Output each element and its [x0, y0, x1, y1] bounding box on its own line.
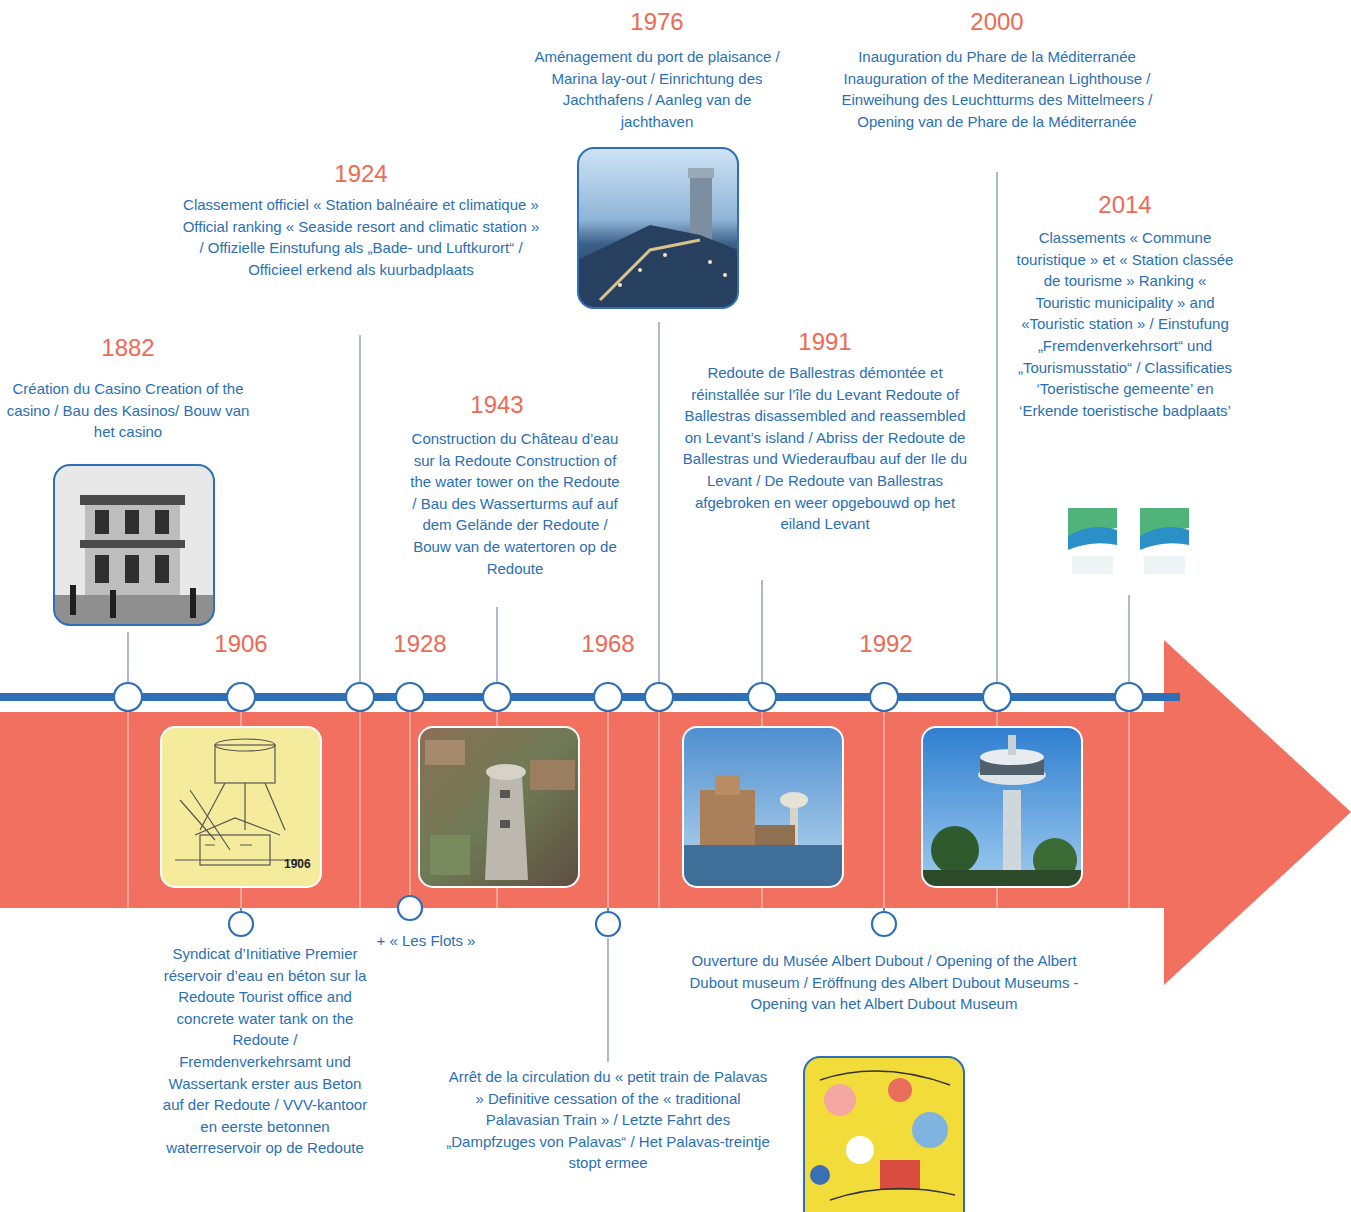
event-description: + « Les Flots »	[371, 930, 481, 952]
year-label: 1906	[196, 630, 286, 658]
photo-frame	[419, 727, 579, 887]
year-label: 1924	[316, 160, 406, 188]
photo-water-tower	[419, 727, 579, 887]
year-label: 1976	[612, 8, 702, 36]
photo-frame	[804, 1057, 964, 1212]
event-description: Construction du Château d’eau sur la Red…	[408, 428, 623, 579]
image-stamp: 1906	[284, 857, 324, 871]
year-label: 1928	[375, 630, 465, 658]
year-label: 1968	[563, 630, 653, 658]
year-label: 1882	[83, 334, 173, 362]
event-description: Création du Casino Creation of the casin…	[1, 378, 256, 443]
leader-lines	[128, 172, 1129, 1062]
photo-casino	[54, 465, 214, 625]
event-description: Arrêt de la circulation du « petit train…	[443, 1066, 773, 1174]
photo-frame	[683, 727, 843, 887]
timeline-band	[0, 712, 1170, 908]
event-description: Ouverture du Musée Albert Dubout / Openi…	[684, 950, 1084, 1015]
year-label: 1943	[452, 391, 542, 419]
timeline-arrowhead	[1164, 640, 1351, 985]
photo-lighthouse	[922, 727, 1082, 887]
event-description: Inauguration du Phare de la Méditerranée…	[822, 46, 1172, 132]
photo-marina	[578, 148, 738, 308]
year-label: 2014	[1080, 191, 1170, 219]
event-description: Classement officiel « Station balnéaire …	[181, 194, 541, 280]
drop-lines	[241, 908, 884, 911]
photo-dubout	[804, 1057, 964, 1212]
timeline-dots	[114, 683, 1143, 936]
photo-frame	[578, 148, 738, 308]
tourism-logos	[1065, 502, 1192, 580]
event-description: Redoute de Ballestras démontée et réinst…	[678, 362, 973, 535]
photo-redoute	[683, 727, 843, 887]
event-description: Syndicat d’Initiative Premier réservoir …	[160, 943, 370, 1159]
band-dividers	[128, 712, 1129, 910]
photo-frame	[54, 465, 214, 625]
year-label: 1991	[780, 328, 870, 356]
event-description: Classements « Commune touristique » et «…	[1015, 227, 1235, 421]
year-label: 2000	[952, 8, 1042, 36]
year-label: 1992	[841, 630, 931, 658]
event-description: Aménagement du port de plaisance / Marin…	[532, 46, 782, 132]
photo-frame	[922, 727, 1082, 887]
